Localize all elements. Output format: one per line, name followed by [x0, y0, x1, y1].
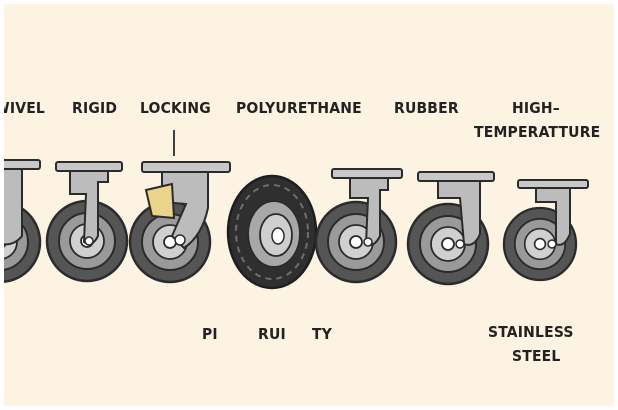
label-bottom-pi: PI	[202, 325, 218, 343]
label-bottom-ty: TY	[312, 325, 333, 343]
caster-wheels-illustration	[4, 130, 589, 290]
high-temperature-caster-icon	[406, 171, 495, 286]
rigid-caster-icon	[45, 161, 129, 283]
locking-caster-icon	[128, 161, 231, 284]
label-locking: LOCKING	[140, 99, 211, 117]
label-temperature: TEMPERATTURE	[474, 123, 601, 141]
label-high: HIGH–	[512, 99, 560, 117]
label-bottom-rui: RUI	[258, 325, 286, 343]
swivel-caster-icon	[4, 159, 42, 284]
polyurethane-wheel-icon	[226, 174, 318, 290]
label-rubber: RUBBER	[394, 99, 459, 117]
label-swivel: SWIVEL	[4, 99, 46, 117]
stainless-steel-caster-icon	[502, 179, 589, 282]
label-stainless: STAINLESS	[488, 323, 574, 341]
rubber-caster-icon	[314, 168, 403, 284]
label-rigid: RIGID	[72, 99, 118, 117]
illustration-panel: SWIVEL RIGID LOCKING POLYURETHANE RUBBER…	[4, 4, 614, 406]
label-steel: STEEL	[512, 347, 561, 365]
lock-pedal-icon	[144, 182, 176, 220]
label-polyurethane: POLYURETHANE	[236, 99, 362, 117]
